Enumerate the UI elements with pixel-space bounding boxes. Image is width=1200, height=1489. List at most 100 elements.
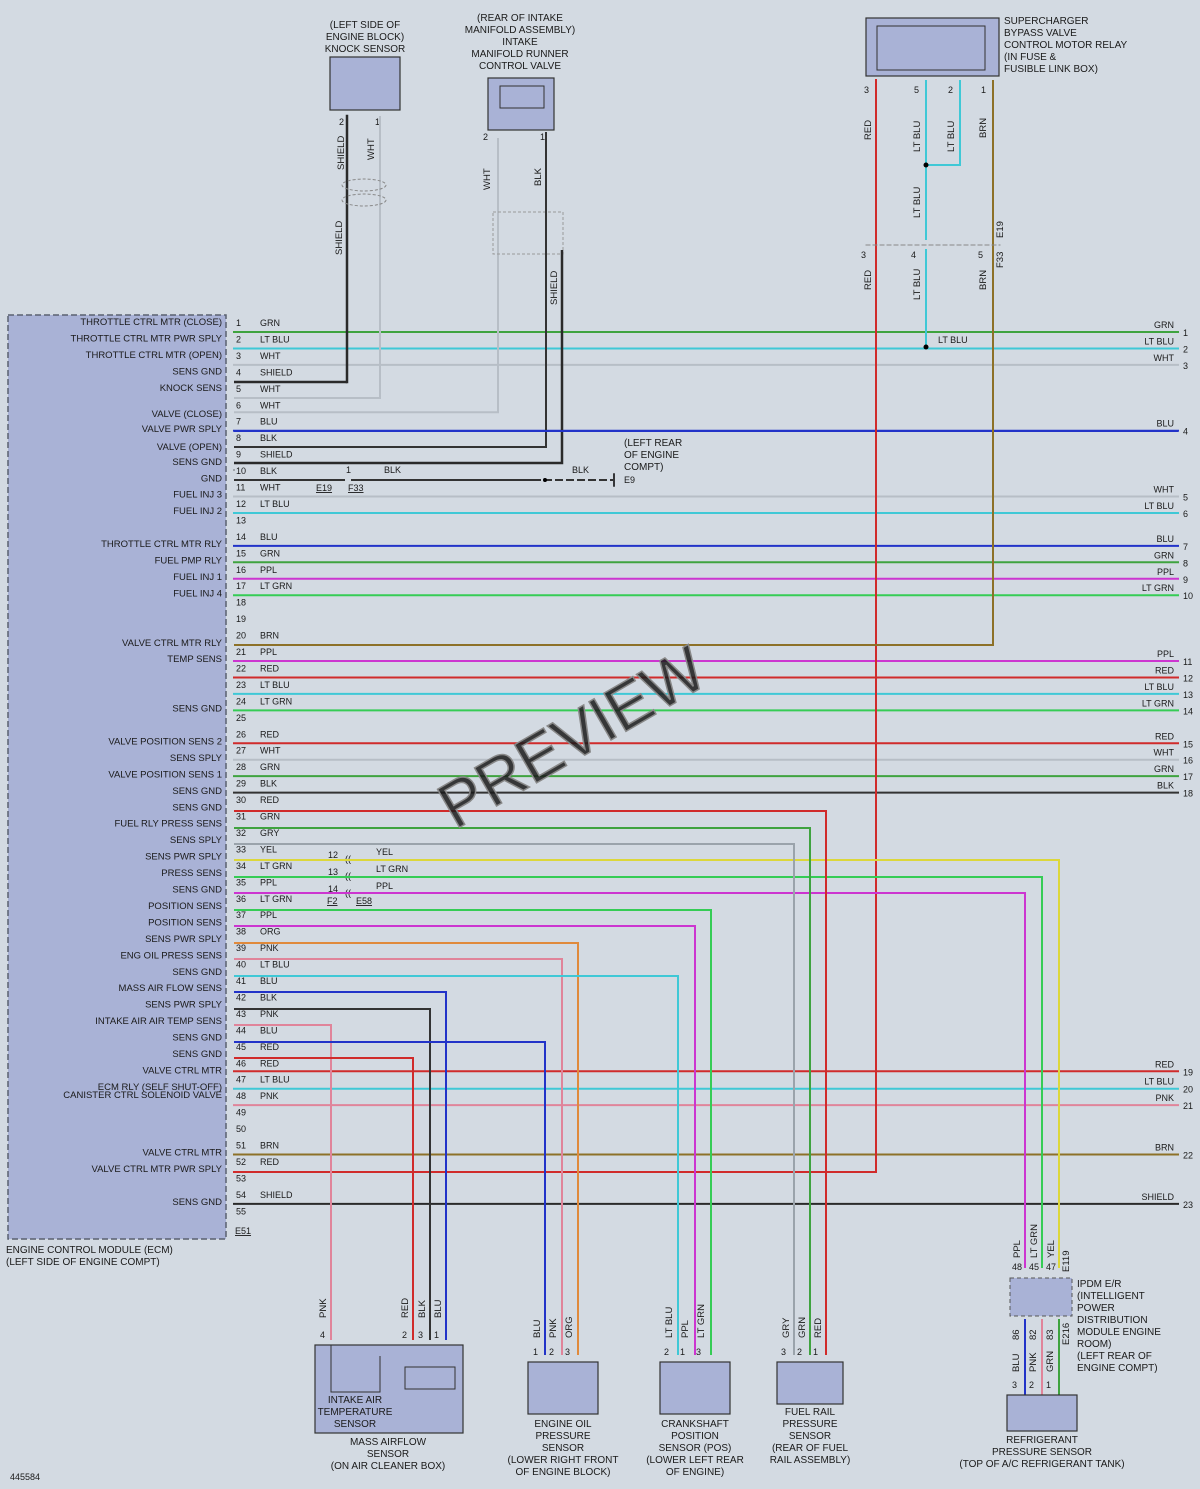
ecm-function-label: FUEL INJ 3	[173, 490, 222, 501]
ecm-function-label: SENS SPLY	[170, 835, 223, 846]
wire-gry	[234, 843, 795, 1355]
ecm-function-label: INTAKE AIR AIR TEMP SENS	[95, 1016, 222, 1027]
wire-color-label: BLU	[260, 417, 278, 427]
ecm-pin-number: 34	[236, 861, 246, 871]
wire-color-label: RED	[813, 1318, 824, 1338]
maf-element-icon	[404, 1366, 456, 1390]
wire-color-label: LT BLU	[946, 121, 957, 152]
ecm-subtitle: (LEFT SIDE OF ENGINE COMPT)	[6, 1257, 160, 1268]
pin-number: 2	[797, 1347, 802, 1357]
wire-color-label: LT GRN	[1142, 583, 1174, 593]
knock-sensor-box	[329, 56, 401, 111]
wire-color-label: LT GRN	[376, 864, 408, 874]
destination-number: 2	[1183, 344, 1188, 354]
ecm-function-label: VALVE (CLOSE)	[152, 409, 222, 420]
refrig-caption: REFRIGERANT	[1006, 1435, 1078, 1446]
pin-number: 1	[375, 117, 380, 127]
wire-shield	[234, 250, 564, 465]
wire-color-label: E216	[1061, 1323, 1072, 1345]
coil-icon	[499, 85, 545, 109]
ecm-pin-number: 24	[236, 696, 246, 706]
destination-number: 5	[1183, 493, 1188, 503]
wire-color-label: LT BLU	[664, 1307, 675, 1338]
wire-color-label: BLK	[1157, 781, 1174, 791]
ecm-function-label: FUEL RLY PRESS SENS	[114, 819, 222, 830]
destination-number: 22	[1183, 1151, 1193, 1161]
ecm-pin-number: 46	[236, 1058, 246, 1068]
wire-color-label: GRN	[1154, 764, 1174, 774]
ecm-pin-number: 8	[236, 433, 241, 443]
wire-color-label: BLK	[260, 779, 277, 789]
ecm-function-label: GND	[201, 473, 222, 484]
relay-caption: FUSIBLE LINK BOX)	[1004, 64, 1098, 75]
maf-inner-caption: SENSOR	[334, 1419, 376, 1430]
ecm-function-label: SENS GND	[172, 1033, 222, 1044]
wire-color-label: LT GRN	[260, 696, 292, 706]
wire-color-label: WHT	[260, 351, 281, 361]
wire-color-label: WHT	[260, 483, 281, 493]
wire-color-label: BLK	[533, 167, 544, 186]
ecm-pin-number: 37	[236, 910, 246, 920]
maf-caption: (ON AIR CLEANER BOX)	[331, 1461, 445, 1472]
wire-color-label: PNK	[1028, 1352, 1039, 1372]
splice-dot	[543, 478, 547, 482]
relay-caption: (IN FUSE &	[1004, 52, 1057, 63]
wire-color-label: 83	[1045, 1329, 1056, 1340]
ecm-pin-number: 36	[236, 894, 246, 904]
ecm-function-label: THROTTLE CTRL MTR RLY	[101, 539, 223, 550]
ecm-pin-number: 17	[236, 581, 246, 591]
ecm-pin-number: 6	[236, 400, 241, 410]
wire-color-label: BLK	[417, 1299, 428, 1318]
wire-color-label: PNK	[260, 1009, 279, 1019]
ecm-function-label: VALVE CTRL MTR PWR SPLY	[91, 1164, 222, 1175]
ground-location-caption: OF ENGINE	[624, 450, 679, 461]
ecm-function-label: POSITION SENS	[148, 917, 222, 928]
ipdm-caption: ROOM)	[1077, 1339, 1111, 1350]
wire-color-label: GRY	[260, 828, 279, 838]
ecm-function-label: SENS GND	[172, 786, 222, 797]
ecm-pin-number: 7	[236, 417, 241, 427]
destination-number: 15	[1183, 739, 1193, 749]
wire-color-label: LT GRN	[696, 1304, 707, 1338]
wire-color-label: LT BLU	[1144, 682, 1174, 692]
wire-color-label: 86	[1011, 1329, 1022, 1340]
wire-pnk	[234, 1024, 332, 1340]
ecm-pin-number: 42	[236, 992, 246, 1002]
wire-color-label: PNK	[318, 1298, 329, 1318]
ecm-function-label: SENS GND	[172, 1049, 222, 1060]
wire-lt-grn	[234, 876, 1043, 1268]
ecm-function-label: SENS SPLY	[170, 753, 223, 764]
wire-color-label: BLU	[260, 532, 278, 542]
ecm-pin-number: 45	[236, 1042, 246, 1052]
pin-number: 3	[1012, 1380, 1017, 1390]
wire-color-label: BRN	[1155, 1143, 1174, 1153]
wire-color-label: SHIELD	[1141, 1192, 1174, 1202]
wire-color-label: SHIELD	[334, 221, 345, 255]
destination-number: 7	[1183, 542, 1188, 552]
destination-number: 21	[1183, 1101, 1193, 1111]
pin-number: 14	[328, 884, 338, 894]
wire-color-label: RED	[260, 1042, 280, 1052]
wire-color-label: SHIELD	[260, 1190, 293, 1200]
ecm-pin-number: 55	[236, 1206, 246, 1216]
pin-number: 3	[696, 1347, 701, 1357]
wire-color-label: LT BLU	[912, 269, 923, 300]
wire-color-label: LT GRN	[1029, 1224, 1040, 1258]
ecm-function-label: POSITION SENS	[148, 901, 222, 912]
eop-caption: ENGINE OIL	[534, 1419, 592, 1430]
wire-color-label: GRN	[1154, 550, 1174, 560]
pin-number: 2	[402, 1330, 407, 1340]
wire-color-label: BRN	[978, 270, 989, 290]
ecm-pin-number: 4	[236, 367, 241, 377]
pin-number: 2	[664, 1347, 669, 1357]
ecm-function-label: VALVE CTRL MTR RLY	[122, 638, 223, 649]
ecm-function-label: SENS GND	[172, 1197, 222, 1208]
ecm-pin-number: 35	[236, 877, 246, 887]
pin-number: 1	[346, 465, 351, 475]
pin-number: 2	[1029, 1380, 1034, 1390]
frp-caption: FUEL RAIL	[785, 1407, 836, 1418]
wire-color-label: YEL	[260, 844, 277, 854]
wire-color-label: SHIELD	[549, 271, 560, 305]
wire-color-label: GRY	[781, 1317, 792, 1338]
connector-label: E58	[356, 896, 372, 906]
